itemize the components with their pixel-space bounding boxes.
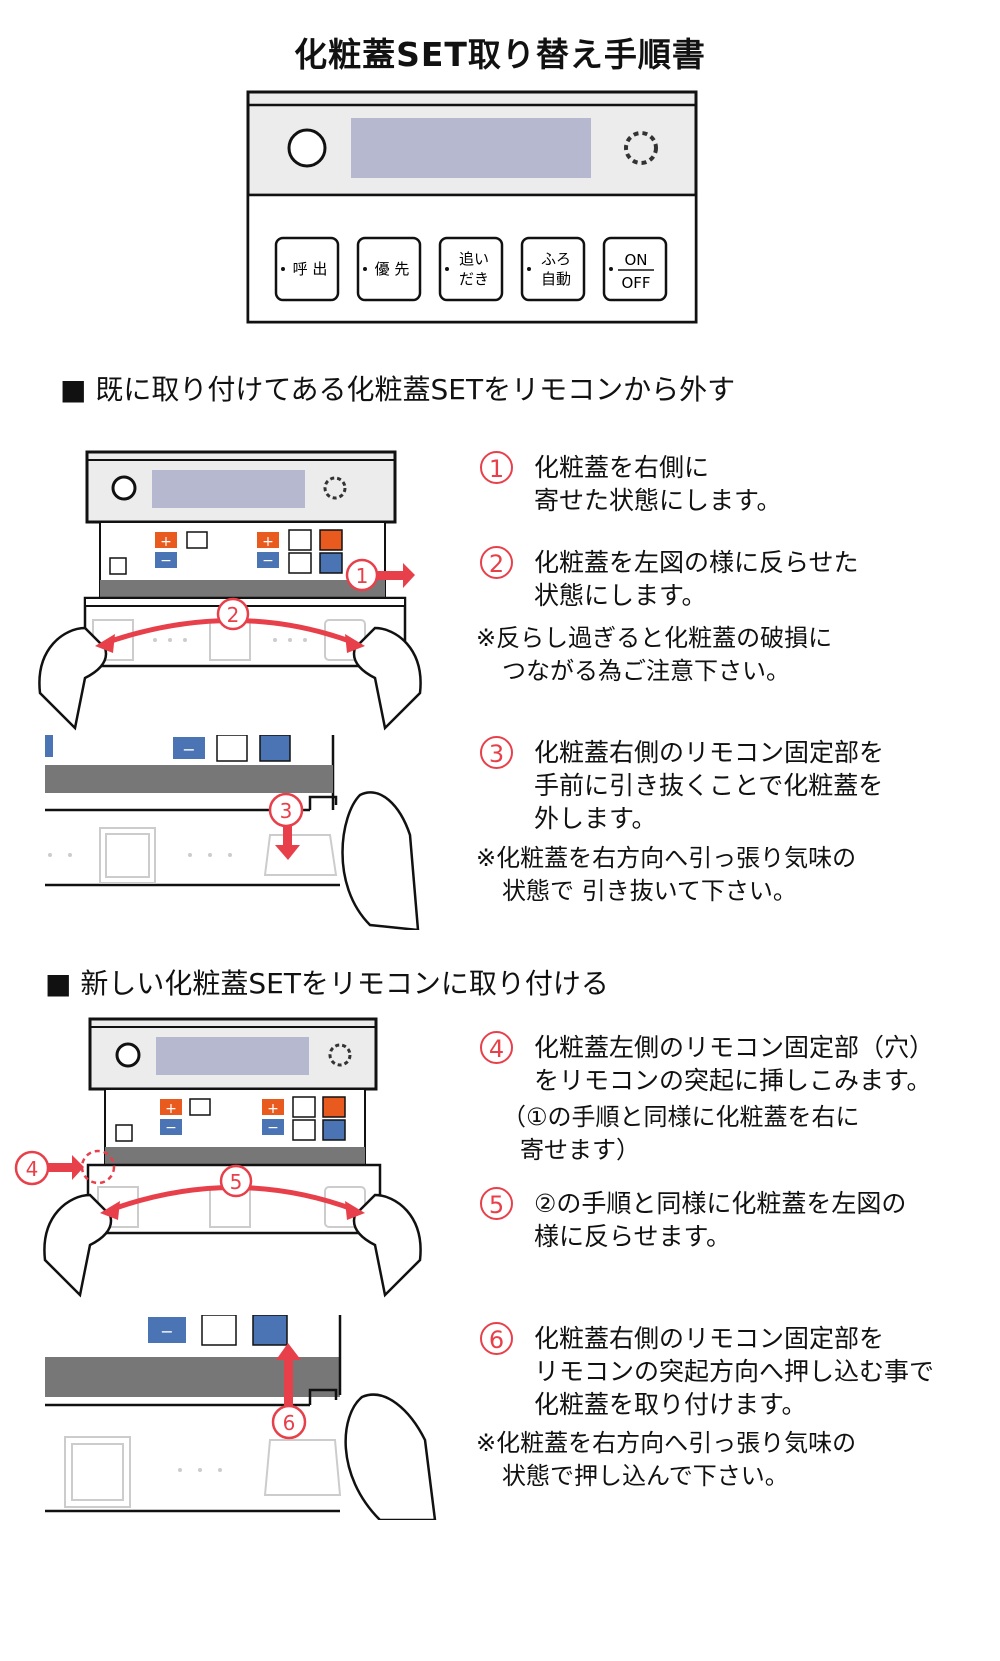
page-title: 化粧蓋SET取り替え手順書 <box>294 35 706 74</box>
svg-text:4: 4 <box>26 1157 39 1181</box>
note-step2: ※反らし過ぎると化粧蓋の破損に つながる為ご注意下さい。 <box>476 624 833 685</box>
left-hand-icon <box>43 1193 113 1298</box>
svg-text:+: + <box>267 1101 279 1117</box>
svg-text:−: − <box>267 1120 279 1136</box>
button-on: ON <box>624 251 647 269</box>
button-auto-2: 自動 <box>541 270 571 288</box>
right-hand-icon <box>341 791 420 930</box>
svg-text:+: + <box>262 534 274 550</box>
left-hand-icon <box>38 626 108 731</box>
note-step3: ※化粧蓋を右方向へ引っ張り気味の 状態で 引き抜いて下さい。 <box>476 844 857 905</box>
section1-heading: ■ 既に取り付けてある化粧蓋SETをリモコンから外す <box>60 373 736 406</box>
button-reheat-1: 追い <box>459 250 489 268</box>
display-screen <box>351 118 591 178</box>
svg-text:−: − <box>262 553 274 569</box>
remote-illustration: 呼 出 優 先 追い だき ふろ 自動 ON OFF <box>246 90 698 324</box>
svg-text:3: 3 <box>280 799 293 823</box>
svg-text:+: + <box>160 534 172 550</box>
svg-text:−: − <box>160 1322 173 1341</box>
svg-text:6: 6 <box>283 1411 296 1435</box>
step-5: 5 ②の手順と同様に化粧蓋を左図の 様に反らせます。 <box>480 1187 906 1253</box>
illustration-step6: − 6 <box>45 1315 437 1520</box>
button-priority: 優 先 <box>375 260 410 278</box>
step-6: 6 化粧蓋右側のリモコン固定部を リモコンの突起方向へ押し込む事で 化粧蓋を取り… <box>480 1322 934 1421</box>
note-step6: ※化粧蓋を右方向へ引っ張り気味の 状態で押し込んで下さい。 <box>476 1429 857 1490</box>
svg-text:−: − <box>182 740 195 759</box>
button-auto-1: ふろ <box>541 250 571 268</box>
svg-text:5: 5 <box>230 1170 243 1194</box>
step-4: 4 化粧蓋左側のリモコン固定部（穴） をリモコンの突起に挿しこみます。 <box>480 1031 934 1097</box>
step-2: 2 化粧蓋を左図の様に反らせた 状態にします。 <box>480 546 859 612</box>
section2-heading: ■ 新しい化粧蓋SETをリモコンに取り付ける <box>45 967 609 1000</box>
svg-text:−: − <box>165 1120 177 1136</box>
button-call: 呼 出 <box>293 260 328 278</box>
remote-buttons: 呼 出 優 先 追い だき ふろ 自動 ON OFF <box>274 236 668 302</box>
svg-text:2: 2 <box>227 603 240 627</box>
button-off: OFF <box>621 274 650 292</box>
svg-text:−: − <box>160 553 172 569</box>
button-reheat-2: だき <box>459 270 489 288</box>
illustration-step1-2: + − + − 2 1 <box>38 450 422 731</box>
right-hand-icon <box>352 626 422 731</box>
sensor-icon <box>624 131 658 165</box>
step-1: 1 化粧蓋を右側に 寄せた状態にします。 <box>480 451 782 517</box>
panel-buttons-1: + − + − <box>109 529 343 575</box>
note-step4: （①の手順と同様に化粧蓋を右に 寄せます） <box>502 1103 860 1164</box>
svg-text:+: + <box>165 1101 177 1117</box>
illustration-step4-5: + − + − 5 4 <box>14 1017 422 1298</box>
right-hand-icon <box>352 1193 422 1298</box>
step-3: 3 化粧蓋右側のリモコン固定部を 手前に引き抜くことで化粧蓋を 外します。 <box>480 736 884 835</box>
illustration-step3: − 3 <box>45 735 420 930</box>
right-hand-icon <box>344 1393 437 1520</box>
svg-text:1: 1 <box>356 564 369 588</box>
power-knob-icon <box>287 128 327 168</box>
